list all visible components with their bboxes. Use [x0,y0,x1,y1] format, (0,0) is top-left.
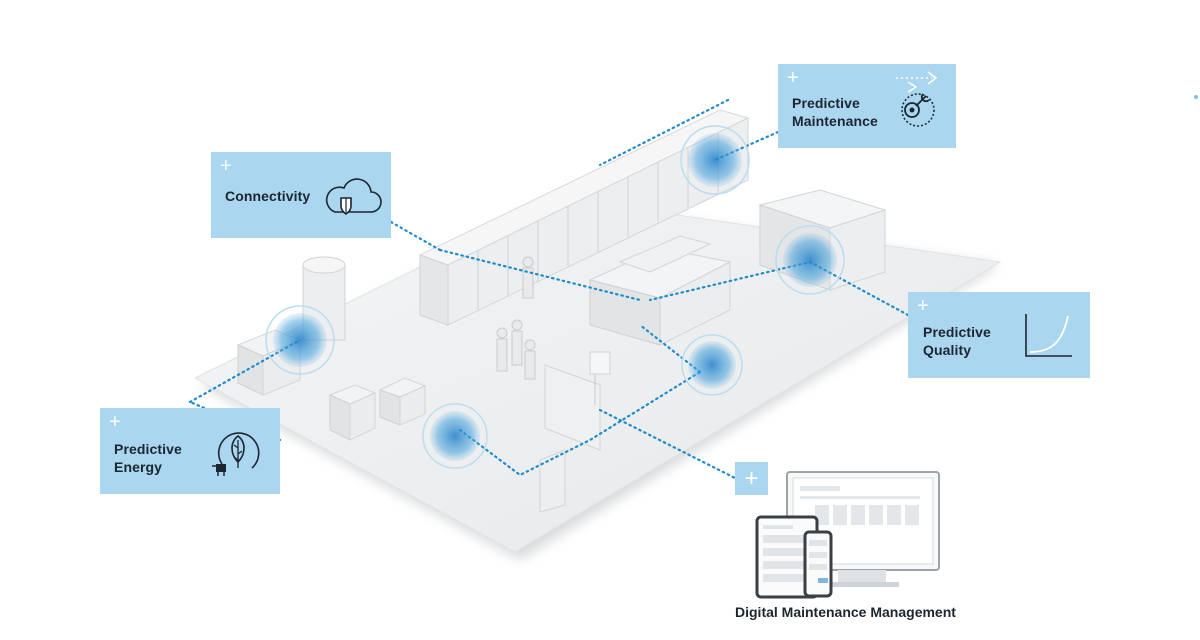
workers [496,256,536,380]
connectivity-card[interactable]: + Connectivity [211,152,391,238]
hotspots [265,125,845,469]
predictive-energy-card[interactable]: + Predictive Energy [100,408,280,494]
predictive-maintenance-label: Predictive Maintenance [792,95,878,129]
hotspot-quality [783,233,837,287]
plus-icon: + [109,411,121,433]
dmm-label: Digital Maintenance Management [735,604,956,620]
dmm-plus-button[interactable]: + [735,462,768,495]
hotspot-workstation [430,411,480,461]
partition-walls [539,351,611,513]
hotspot-energy [273,313,327,367]
machining-center [588,235,732,346]
hotspot-maintenance [688,133,742,187]
left-cabinets [236,329,427,441]
cloud-shield-icon [325,178,382,215]
plus-icon: + [787,67,799,89]
predictive-energy-label: Predictive Energy [114,441,182,475]
plus-icon: + [220,155,232,177]
hotspot-worker [688,341,736,389]
predictive-quality-label: Predictive Quality [923,324,991,358]
gear-wrench-icon [896,71,938,127]
leaf-plug-icon [212,432,260,476]
curve-chart-icon [1025,314,1072,357]
tank [302,256,346,341]
edge-dot [1194,95,1198,99]
predictive-quality-card[interactable]: + Predictive Quality [908,292,1090,378]
connectivity-label: Connectivity [225,188,311,204]
predictive-maintenance-card[interactable]: + Predictive Maintenance [778,64,956,148]
plus-icon: + [917,295,929,317]
dmm-devices [755,471,940,599]
